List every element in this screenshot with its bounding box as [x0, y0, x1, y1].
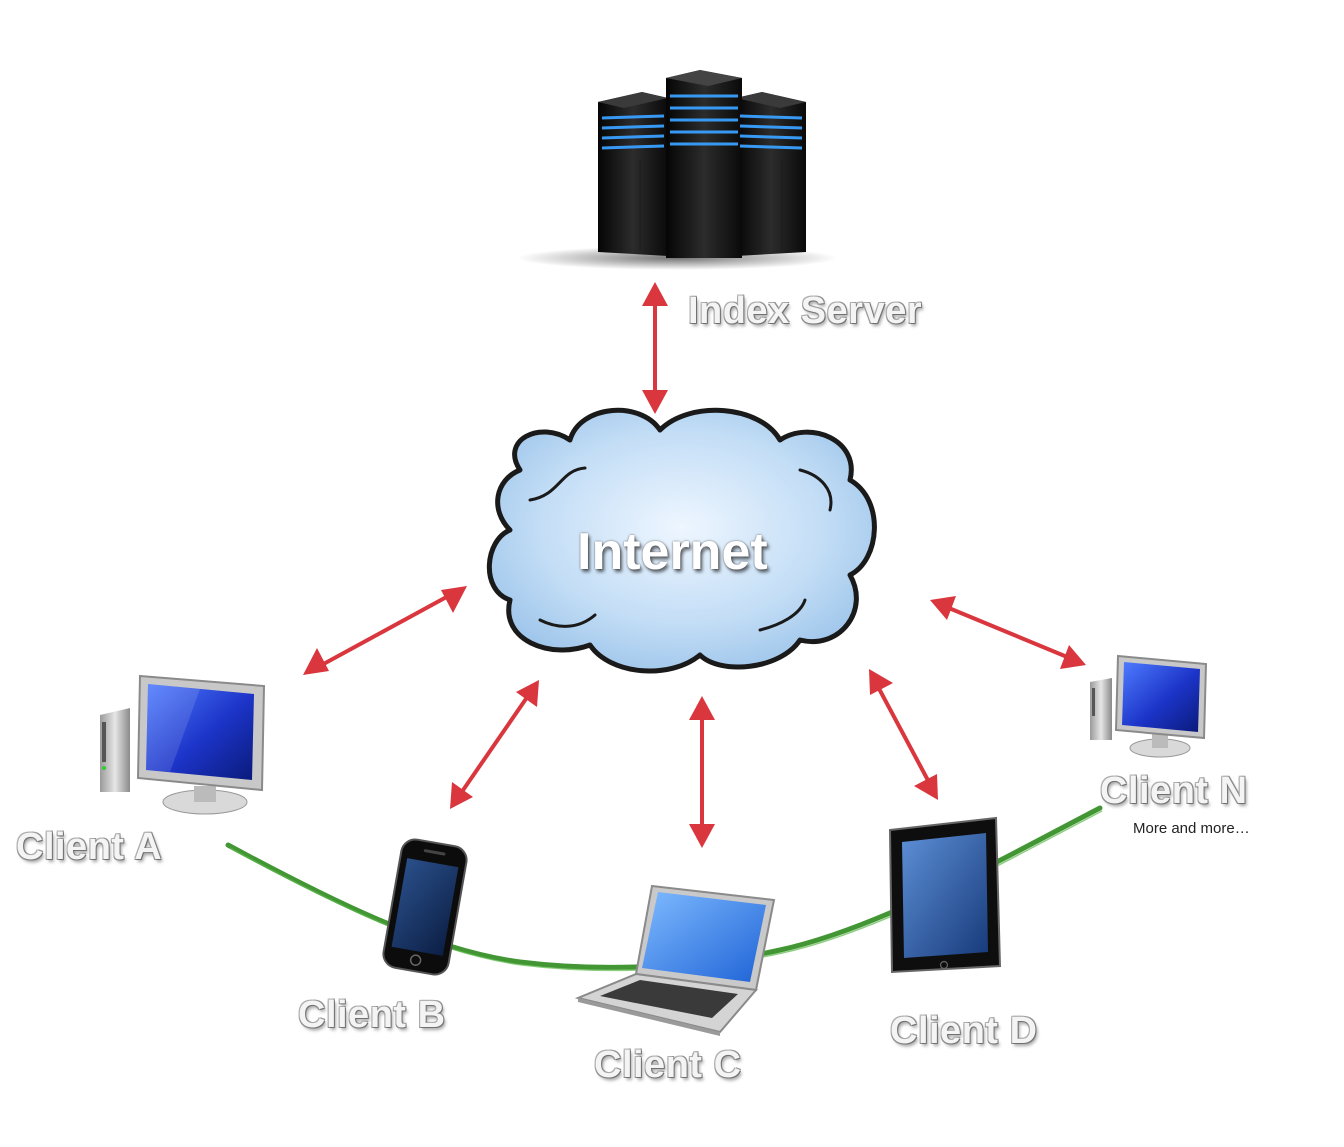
server-rack-icon — [517, 70, 837, 270]
server-label: Index Server — [688, 290, 923, 332]
arrow-internet-client-n — [930, 596, 1086, 669]
client-n-sublabel: More and more… — [1133, 820, 1250, 837]
client-b-label: Client B — [298, 994, 446, 1036]
arrows — [303, 282, 1086, 848]
desktop-computer-icon — [1090, 654, 1208, 758]
internet-label: Internet — [577, 523, 768, 581]
cloud-icon — [486, 407, 877, 674]
arrow-internet-client-d — [869, 669, 938, 800]
arrow-internet-client-c — [689, 696, 715, 848]
tablet-icon — [888, 816, 1002, 974]
arrow-server-internet — [642, 282, 668, 414]
client-a-label: Client A — [16, 826, 163, 868]
client-n-label: Client N — [1100, 770, 1248, 812]
client-d-label: Client D — [890, 1010, 1038, 1052]
laptop-icon — [574, 884, 776, 1036]
desktop-computer-icon — [100, 674, 266, 815]
arrow-internet-client-b — [450, 680, 539, 809]
arrow-internet-client-a — [303, 586, 467, 675]
client-c-label: Client C — [594, 1044, 742, 1086]
smartphone-icon — [382, 838, 468, 976]
